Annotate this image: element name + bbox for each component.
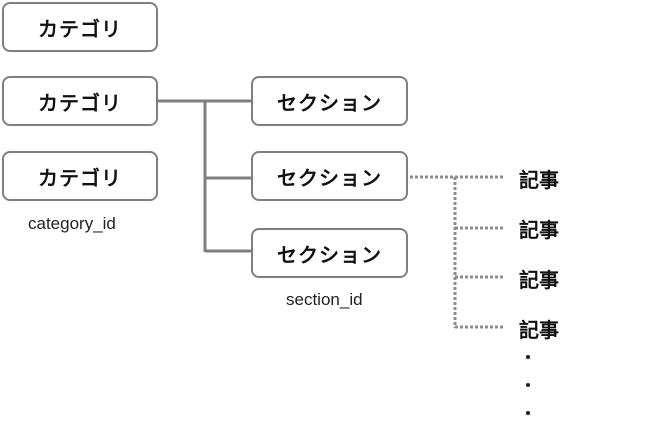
category-id-caption: category_id [28, 214, 116, 233]
category-box-2: カテゴリ [2, 76, 158, 126]
article-label-3: 記事 [519, 268, 559, 292]
ellipsis-dot-2 [526, 383, 530, 387]
section-box-2: セクション [251, 151, 408, 201]
ellipsis-dot-3 [526, 411, 530, 415]
section-label: セクション [277, 90, 382, 115]
category-label: カテゴリ [38, 16, 122, 41]
article-label-1: 記事 [519, 168, 559, 192]
section-box-1: セクション [251, 76, 408, 126]
section-id-caption: section_id [286, 290, 363, 309]
category-section-connector [158, 99, 251, 253]
ellipsis-dot-1 [526, 355, 530, 359]
section-label: セクション [277, 165, 382, 190]
section-box-3: セクション [251, 228, 408, 278]
category-label: カテゴリ [38, 90, 122, 115]
section-label: セクション [277, 242, 382, 267]
category-box-1: カテゴリ [2, 2, 158, 52]
section-article-connector [410, 175, 503, 329]
article-label-2: 記事 [519, 218, 559, 242]
category-box-3: カテゴリ [2, 151, 158, 201]
category-label: カテゴリ [38, 165, 122, 190]
article-label-4: 記事 [519, 318, 559, 342]
